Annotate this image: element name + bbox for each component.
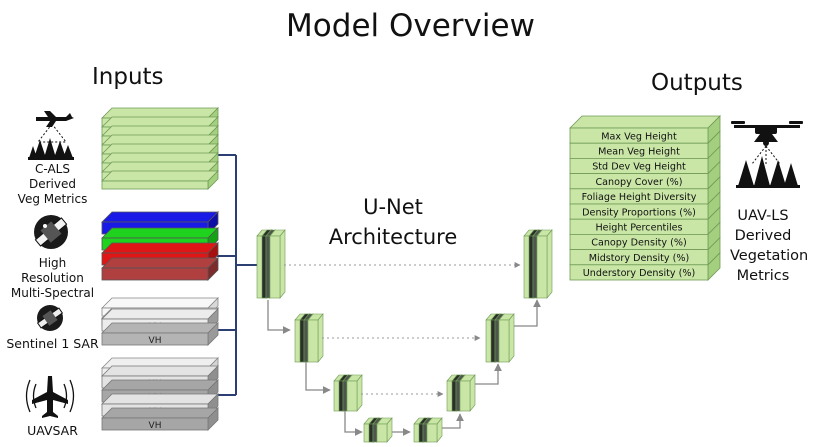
spectral-band-layer — [101, 257, 219, 281]
drone-lidar-forest-icon — [731, 121, 803, 188]
unet-encoder-block-3 — [333, 374, 363, 412]
unet-diagram — [256, 229, 553, 443]
downsample-arrow-3 — [344, 411, 363, 436]
input-layer-stacks: VVVH HHVVHVVH — [101, 107, 219, 431]
uavsar-layer-stack: HHVVHVVH — [101, 357, 219, 431]
sentinel-layer-stack: VVVH — [101, 297, 219, 346]
input-label-sentinel: Sentinel 1 SAR — [6, 336, 99, 351]
unet-bottleneck-block-1 — [363, 417, 393, 443]
downsample-arrow-2 — [305, 362, 331, 394]
icons — [25, 111, 803, 418]
output-metric-label: Midstory Density (%) — [589, 253, 689, 264]
output-metric-label: Canopy Cover (%) — [595, 177, 682, 188]
output-metric-label: Foliage Height Diversity — [582, 192, 697, 203]
unet-architecture-label: U-Net Architecture — [318, 192, 468, 252]
output-source-line: Metrics — [736, 268, 790, 284]
upsample-arrow-2 — [475, 363, 502, 385]
output-source-label: UAV-LS Derived Vegetation Metrics — [730, 206, 809, 286]
outputs-heading: Outputs — [651, 70, 743, 96]
unet-encoder-block-1 — [256, 229, 286, 299]
sar-layer-label: VH — [149, 336, 162, 346]
radar-aircraft-icon — [25, 376, 75, 418]
lidar-plane-forest-icon — [28, 111, 74, 160]
output-metric-label: Canopy Density (%) — [591, 238, 686, 249]
uavsar-layer — [101, 407, 219, 431]
output-metric-label: Height Percentiles — [595, 223, 682, 234]
output-metric-layer: Understory Density (%) — [569, 251, 721, 281]
multispectral-layer-stack — [101, 211, 219, 281]
output-metric-layer: Mean Veg Height — [569, 130, 721, 160]
upsample-arrow-1 — [442, 413, 464, 429]
output-metric-label: Max Veg Height — [601, 131, 677, 142]
unet-encoder-block-2 — [294, 313, 324, 363]
unet-decoder-block-3 — [446, 374, 476, 412]
unet-bottleneck-block-2 — [413, 417, 443, 443]
output-metric-label: Understory Density (%) — [583, 268, 695, 279]
sar-satellite-icon — [36, 305, 64, 331]
output-metric-layer: Canopy Density (%) — [569, 221, 721, 251]
uavsar-layer-label: VH — [149, 421, 162, 431]
output-stack-top — [569, 115, 721, 129]
output-metric-label: Density Proportions (%) — [582, 207, 696, 218]
input-label-line: UAVSAR — [27, 423, 78, 438]
input-label-uavsar: UAVSAR — [10, 423, 95, 438]
cals-layer-stack — [101, 107, 219, 190]
sar-layer — [101, 322, 219, 346]
diagram-title: Model Overview — [286, 8, 535, 44]
cals-layer — [101, 170, 219, 190]
input-connector-lines — [217, 154, 258, 396]
input-label-line: High Resolution — [21, 256, 84, 285]
input-label-line: Veg Metrics — [17, 192, 88, 206]
output-metric-label: Std Dev Veg Height — [592, 162, 686, 173]
unet-label-line-2: Architecture — [328, 225, 458, 249]
input-label-line: Sentinel 1 SAR — [6, 336, 99, 351]
unet-decoder-block-1 — [523, 229, 553, 299]
output-metric-layer: Midstory Density (%) — [569, 236, 721, 266]
input-label-multispectral: High Resolution Multi-Spectral — [6, 256, 99, 301]
upsample-arrow-3 — [514, 299, 541, 327]
satellite-icon — [34, 215, 68, 249]
input-label-cals: C-ALS Derived Veg Metrics — [10, 162, 95, 207]
input-label-line: Multi-Spectral — [10, 286, 95, 300]
unet-decoder-block-2 — [485, 313, 515, 363]
input-label-line: C-ALS Derived — [29, 162, 76, 191]
output-metric-layer: Canopy Cover (%) — [569, 160, 721, 190]
output-source-line: UAV-LS — [737, 208, 789, 224]
inputs-heading: Inputs — [92, 64, 164, 90]
output-source-line: Vegetation — [730, 248, 809, 264]
output-source-line: Derived — [734, 228, 792, 244]
output-metric-label: Mean Veg Height — [598, 147, 680, 158]
downsample-arrow-1 — [267, 300, 291, 334]
unet-label-line-1: U-Net — [363, 195, 423, 219]
